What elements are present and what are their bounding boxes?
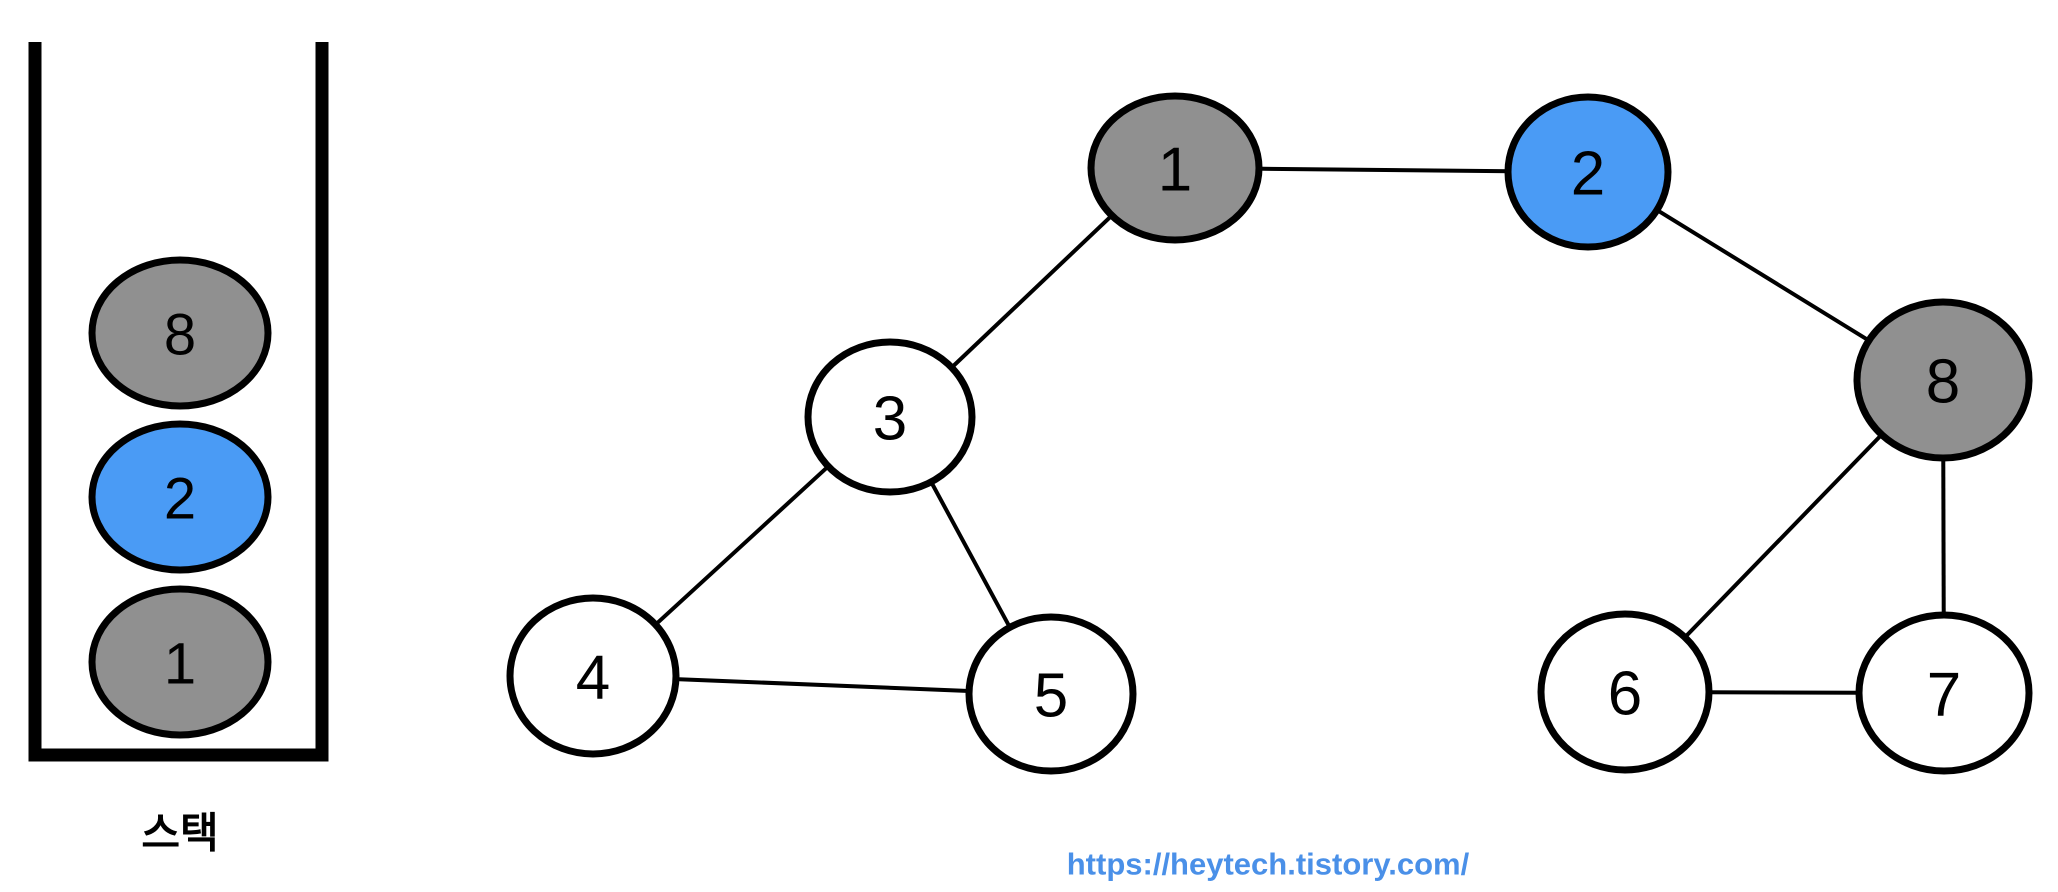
graph-node-2[interactable]: 2: [1504, 93, 1672, 251]
stack-items-group: 821: [88, 256, 272, 739]
graph-edge-1-3: [948, 211, 1116, 372]
stack-container-outline: [28, 42, 329, 762]
graph-node-shape[interactable]: [1504, 93, 1672, 251]
graph-node-shape[interactable]: [804, 338, 976, 496]
graph-node-shape[interactable]: [1087, 92, 1263, 244]
graph-node-5[interactable]: 5: [965, 613, 1137, 775]
graph-edge-6-7: [1705, 690, 1863, 695]
stack-item: 1: [88, 585, 272, 739]
graph-node-6[interactable]: 6: [1537, 610, 1713, 774]
graph-node-shape[interactable]: [1537, 610, 1713, 774]
stack-item-shape: [88, 256, 272, 410]
graph-node-7[interactable]: 7: [1855, 611, 2033, 775]
stack-item-shape: [88, 420, 272, 574]
graph-node-shape[interactable]: [1855, 611, 2033, 775]
graph-edge-8-6: [1681, 431, 1886, 641]
graph-edge-1-2: [1255, 166, 1512, 174]
graph-node-shape[interactable]: [965, 613, 1137, 775]
stack-caption-label: 스택: [141, 810, 218, 857]
stack-panel: 821 스택: [28, 42, 329, 857]
graph-node-3[interactable]: 3: [804, 338, 976, 496]
graph-edge-3-4: [651, 462, 832, 629]
stack-item: 8: [88, 256, 272, 410]
watermark-url: https://heytech.tistory.com/: [1067, 847, 1470, 882]
stack-item: 2: [88, 420, 272, 574]
graph-node-shape[interactable]: [1853, 298, 2033, 462]
graph-node-4[interactable]: 4: [506, 594, 680, 758]
graph-edge-4-5: [672, 676, 973, 694]
stack-item-shape: [88, 585, 272, 739]
graph-edges-group: [651, 166, 1946, 695]
graph-node-shape[interactable]: [506, 594, 680, 758]
graph-edge-2-8: [1653, 206, 1873, 344]
graph-edge-3-5: [927, 478, 1014, 631]
graph-node-8[interactable]: 8: [1853, 298, 2033, 462]
graph-node-1[interactable]: 1: [1087, 92, 1263, 244]
